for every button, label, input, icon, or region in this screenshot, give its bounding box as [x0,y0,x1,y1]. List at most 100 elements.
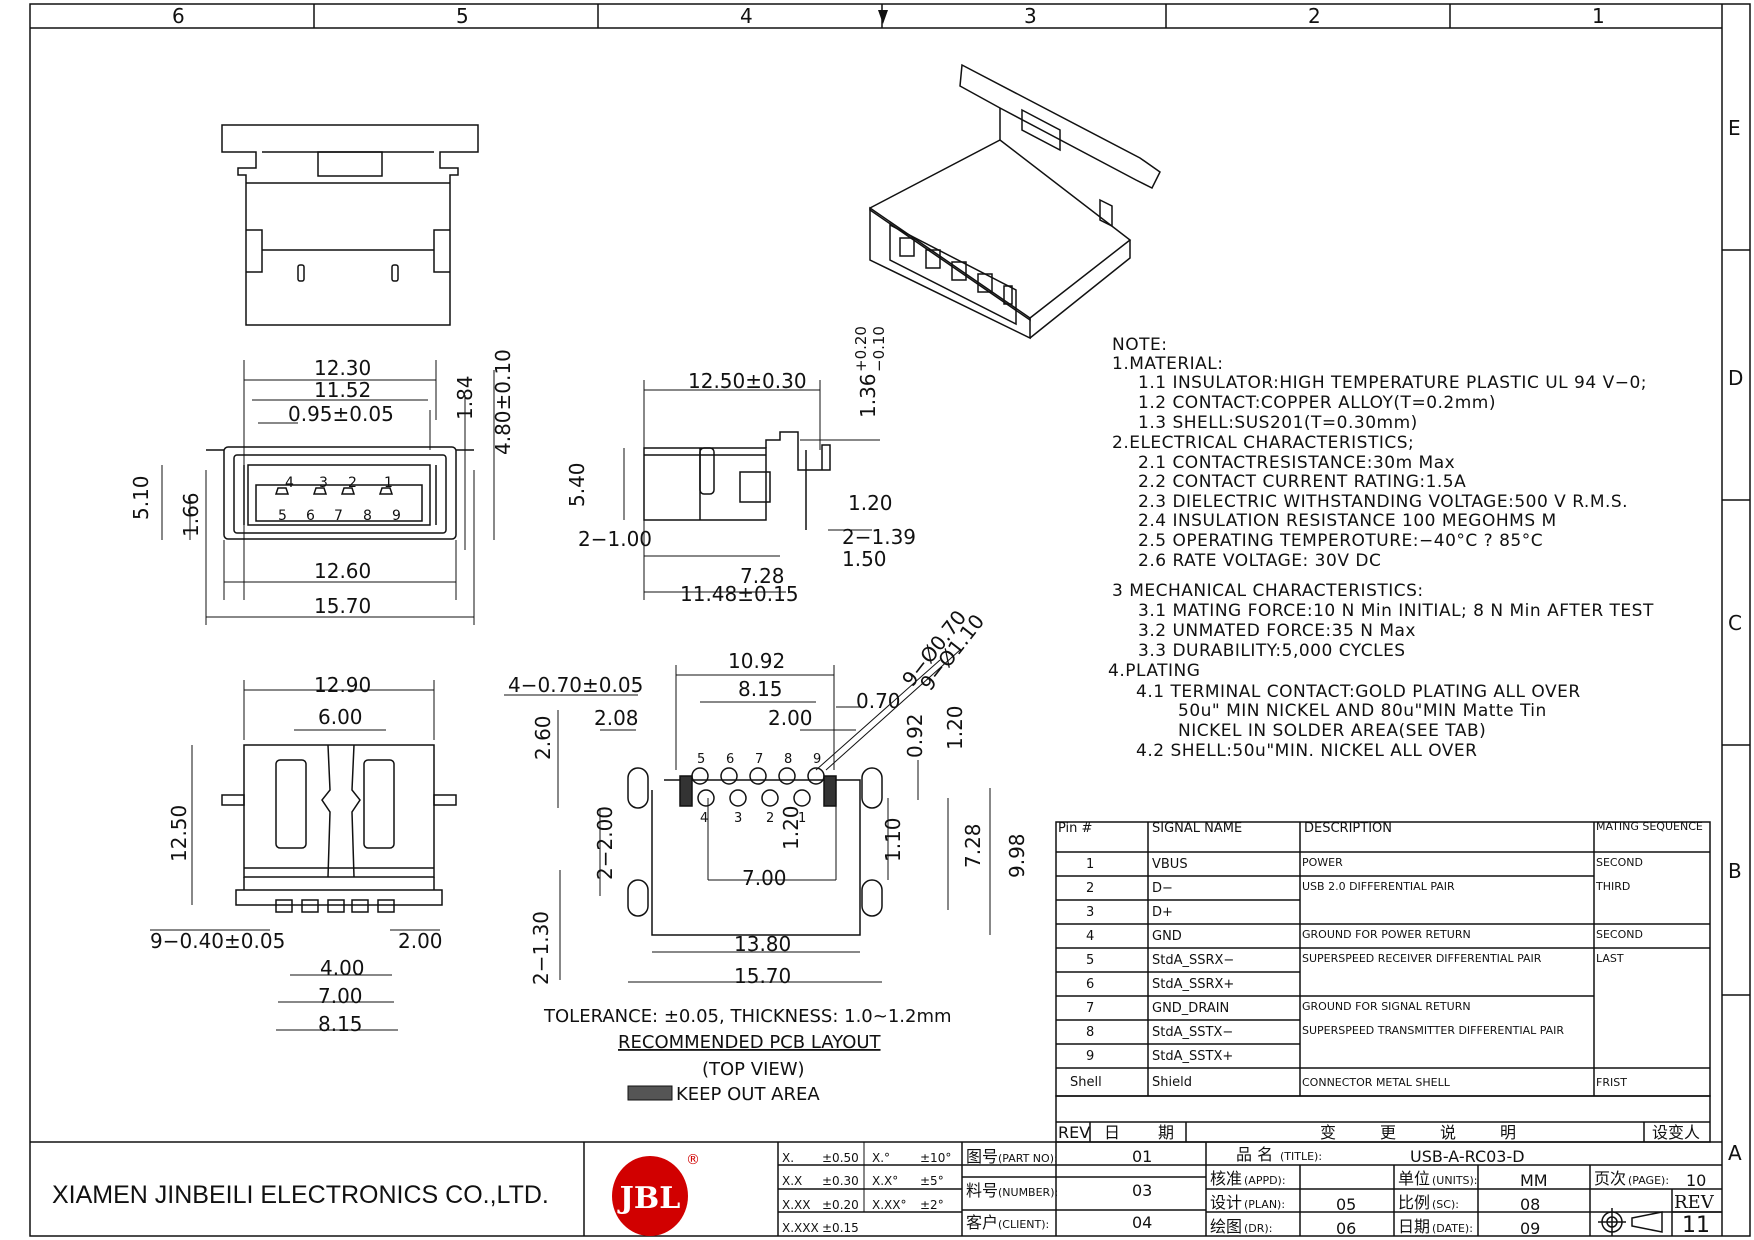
plan-value: 05 [1336,1195,1356,1214]
dim-label: 2.08 [594,706,639,730]
svg-text:±5°: ±5° [920,1174,944,1188]
rev-column-header: 变 [1320,1123,1336,1142]
table-header: MATING SEQUENCE [1596,820,1703,833]
svg-text:8: 8 [1086,1025,1094,1040]
svg-text:X.X: X.X [782,1174,802,1188]
dim-label: 4.00 [320,956,365,980]
registered-mark-icon: ® [686,1152,700,1168]
pin-number: 4 [700,811,708,826]
dim-label: 7.00 [742,866,787,890]
dim-label: 2−1.39 [842,525,916,549]
svg-text:StdA_SSTX+: StdA_SSTX+ [1152,1049,1233,1064]
client-label: 客户 [966,1213,998,1232]
svg-text:JBL: JBL [617,1181,681,1216]
appd-label: 核准 [1210,1169,1242,1188]
dim-label: 9−0.40±0.05 [150,929,285,953]
row-label: D [1728,366,1743,390]
svg-text:9: 9 [1086,1049,1094,1064]
column-label: 2 [1308,4,1321,28]
pin-number: 3 [734,811,742,826]
units-label: 单位 [1398,1169,1430,1188]
svg-text:THIRD: THIRD [1595,880,1630,893]
title-label-en: (TITLE): [1280,1150,1322,1163]
table-row: 9 StdA_SSTX+ [1086,1049,1233,1064]
pin-number: 8 [363,508,372,524]
svg-text:SUPERSPEED RECEIVER DIFFERENTI: SUPERSPEED RECEIVER DIFFERENTIAL PAIR [1302,952,1542,965]
pin-table [1055,821,1711,1097]
pin-number: 6 [726,752,734,767]
dim-label: 1.36 [856,373,880,418]
dim-label: 7.28 [740,564,785,588]
svg-text:X.XX°: X.XX° [872,1198,906,1212]
dim-label: 15.70 [734,964,791,988]
svg-text:1.MATERIAL:: 1.MATERIAL: [1112,354,1223,374]
dim-label: 5.10 [129,475,153,520]
title-block [30,1141,1722,1236]
date-value: 09 [1520,1219,1540,1238]
dim-label: 1.84 [453,375,477,420]
svg-text:CONNECTOR METAL SHELL: CONNECTOR METAL SHELL [1302,1076,1451,1089]
row-label: A [1728,1141,1742,1165]
svg-text:7: 7 [1086,1001,1094,1016]
dim-label: 0.95±0.05 [288,402,394,426]
part-no-label: 图号 [966,1147,998,1166]
dim-label: 2−2.00 [593,806,617,880]
dim-label: 0.92 [903,713,927,758]
column-label: 5 [456,4,469,28]
svg-text:1.3 SHELL:SUS201(T=0.30mm): 1.3 SHELL:SUS201(T=0.30mm) [1138,413,1418,433]
notes-block: NOTE: 1.MATERIAL: 1.1 INSULATOR:HIGH TEM… [1108,335,1654,761]
pin-number: 5 [697,752,705,767]
rev-column-header: 说 [1440,1123,1456,1142]
svg-text:Shield: Shield [1152,1075,1192,1090]
svg-text:GND: GND [1152,929,1182,944]
svg-text:±2°: ±2° [920,1198,944,1212]
units-label-en: (UNITS): [1432,1174,1478,1187]
number-label-en: (NUMBER): [998,1186,1058,1199]
svg-text:±0.50: ±0.50 [822,1151,859,1165]
svg-text:3.1 MATING FORCE:10 N Min INIT: 3.1 MATING FORCE:10 N Min INITIAL; 8 N M… [1138,601,1654,621]
svg-text:2.1 CONTACTRESISTANCE:30m Max: 2.1 CONTACTRESISTANCE:30m Max [1138,453,1455,473]
page-value: 10 [1686,1171,1706,1190]
pin-number: 3 [319,475,328,491]
rev-value: 11 [1682,1213,1710,1238]
svg-text:4: 4 [1086,929,1094,944]
svg-text:3.2 UNMATED FORCE:35 N Max: 3.2 UNMATED FORCE:35 N Max [1138,621,1416,641]
plan-label-en: (PLAN): [1244,1198,1285,1211]
svg-text:4.2 SHELL:50u"MIN. NICKEL ALL: 4.2 SHELL:50u"MIN. NICKEL ALL OVER [1136,741,1477,761]
rev-label: REV [1674,1192,1715,1213]
svg-text:6: 6 [1086,977,1094,992]
center-arrow-icon [878,10,888,24]
dim-label: 1.10 [881,817,905,862]
svg-text:5: 5 [1086,953,1094,968]
svg-text:GROUND FOR POWER RETURN: GROUND FOR POWER RETURN [1302,928,1471,941]
rev-column-header: 设变人 [1652,1123,1700,1142]
pin-number: 7 [755,752,763,767]
dim-label: 1.20 [848,491,893,515]
number-label: 料号 [966,1181,998,1200]
svg-text:1.2 CONTACT:COPPER ALLOY(T=0.2: 1.2 CONTACT:COPPER ALLOY(T=0.2mm) [1138,393,1496,413]
svg-text:SUPERSPEED TRANSMITTER DIFFERE: SUPERSPEED TRANSMITTER DIFFERENTIAL PAIR [1302,1024,1564,1037]
sc-label-en: (SC): [1432,1198,1459,1211]
dim-label: 6.00 [318,705,363,729]
dim-label: 10.92 [728,649,785,673]
table-header: SIGNAL NAME [1152,821,1242,836]
dim-label: 2.60 [531,715,555,760]
dim-label: 2.00 [768,706,813,730]
rev-column-header: 日 [1104,1123,1120,1142]
svg-text:4.1 TERMINAL CONTACT:GOLD PLAT: 4.1 TERMINAL CONTACT:GOLD PLATING ALL OV… [1136,682,1581,702]
svg-text:GND_DRAIN: GND_DRAIN [1152,1001,1229,1016]
svg-text:X.XXX: X.XXX [782,1221,819,1235]
svg-text:POWER: POWER [1302,856,1343,869]
dr-label: 绘图 [1210,1217,1242,1236]
svg-text:1.1 INSULATOR:HIGH TEMPERATURE: 1.1 INSULATOR:HIGH TEMPERATURE PLASTIC U… [1138,373,1647,393]
dim-label: 7.28 [961,823,985,868]
plan-label: 设计 [1210,1193,1242,1212]
dim-label: 2.00 [398,929,443,953]
svg-text:NICKEL IN SOLDER AREA(SEE TAB): NICKEL IN SOLDER AREA(SEE TAB) [1178,721,1486,741]
